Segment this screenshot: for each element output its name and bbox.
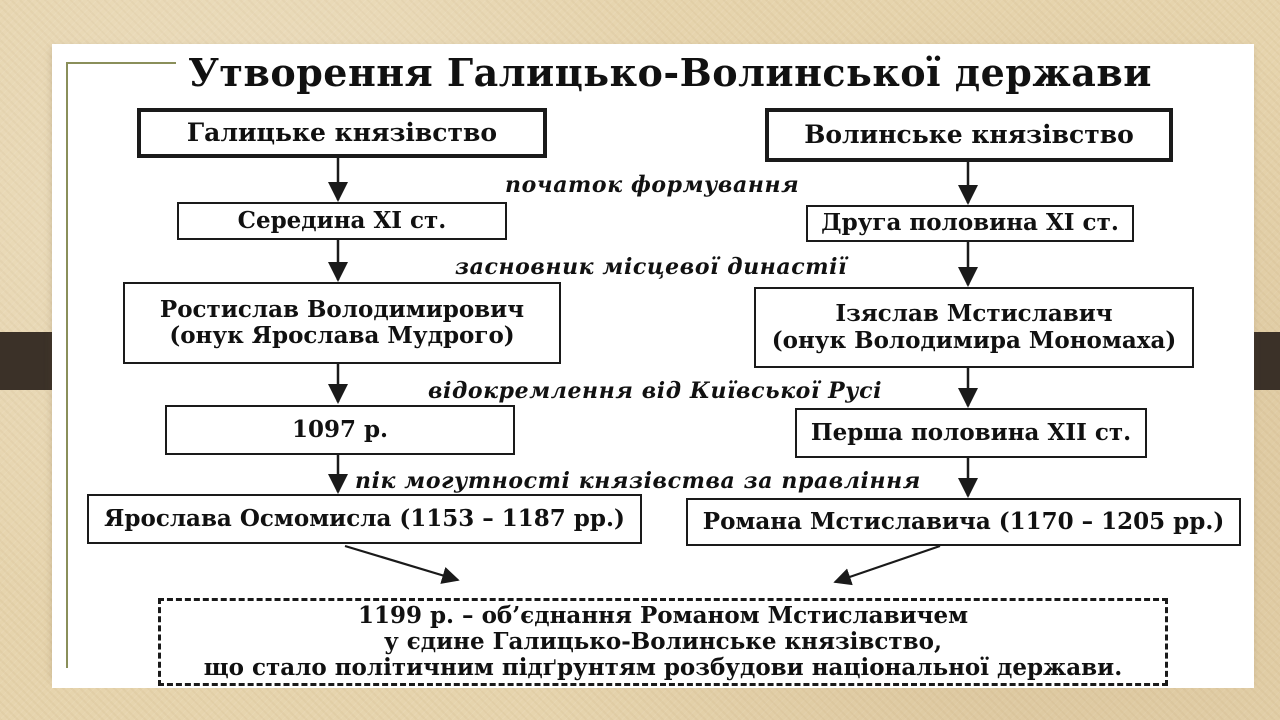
conclusion-line-1: 1199 р. – об’єднання Романом Мстиславиче… <box>357 602 969 630</box>
frame-accent-line-top <box>66 62 176 64</box>
conclusion-line-2: у єдине Галицько-Волинське князівство, <box>384 628 942 656</box>
volhynia-header-box: Волинське князівство <box>765 108 1173 162</box>
stage-label-founder: засновник місцевої династії <box>455 254 848 280</box>
galicia-formation-box: Середина XI ст. <box>177 202 507 240</box>
volhynia-header-label: Волинське князівство <box>804 119 1134 149</box>
galicia-founder-name: Ростислав Володимирович <box>159 295 525 323</box>
volhynia-founder-note: (онук Володимира Мономаха) <box>771 326 1177 354</box>
galicia-separation-box: 1097 р. <box>165 405 515 455</box>
galicia-peak-box: Ярослава Осмомисла (1153 – 1187 рр.) <box>87 494 642 544</box>
volhynia-separation-box: Перша половина XII ст. <box>795 408 1147 458</box>
stage-label-separation: відокремлення від Київської Русі <box>428 378 883 404</box>
arrow-volhynia-to-conclusion <box>833 544 941 586</box>
stage-label-formation: початок формування <box>505 172 800 198</box>
galicia-founder-note: (онук Ярослава Мудрого) <box>169 322 515 349</box>
volhynia-separation-label: Перша половина XII ст. <box>810 418 1132 446</box>
galicia-founder-box: Ростислав Володимирович (онук Ярослава М… <box>123 282 561 364</box>
frame-accent-line <box>66 62 68 668</box>
galicia-formation-label: Середина XI ст. <box>237 206 447 234</box>
volhynia-founder-box: Ізяслав Мстиславич (онук Володимира Моно… <box>754 287 1194 368</box>
volhynia-founder-name: Ізяслав Мстиславич <box>835 300 1113 328</box>
arrow-galicia-to-conclusion <box>344 544 460 584</box>
volhynia-formation-label: Друга половина XI ст. <box>821 209 1119 237</box>
diagram-title: Утворення Галицько-Волинської держави <box>188 50 1152 95</box>
volhynia-peak-label: Романа Мстиславича (1170 – 1205 рр.) <box>702 507 1225 535</box>
conclusion-line-3: що стало політичним підґрунтям розбудови… <box>203 653 1123 681</box>
decorative-band-right <box>1250 332 1280 390</box>
galicia-peak-label: Ярослава Осмомисла (1153 – 1187 рр.) <box>104 504 625 532</box>
volhynia-formation-box: Друга половина XI ст. <box>806 205 1134 242</box>
galicia-header-box: Галицьке князівство <box>137 108 547 158</box>
stage-label-peak: пік могутності князівства за правління <box>355 468 921 494</box>
galicia-separation-label: 1097 р. <box>291 415 389 443</box>
decorative-band-left <box>0 332 60 390</box>
volhynia-peak-box: Романа Мстиславича (1170 – 1205 рр.) <box>686 498 1241 546</box>
conclusion-box: 1199 р. – об’єднання Романом Мстиславиче… <box>158 598 1168 686</box>
galicia-header-label: Галицьке князівство <box>186 117 498 147</box>
